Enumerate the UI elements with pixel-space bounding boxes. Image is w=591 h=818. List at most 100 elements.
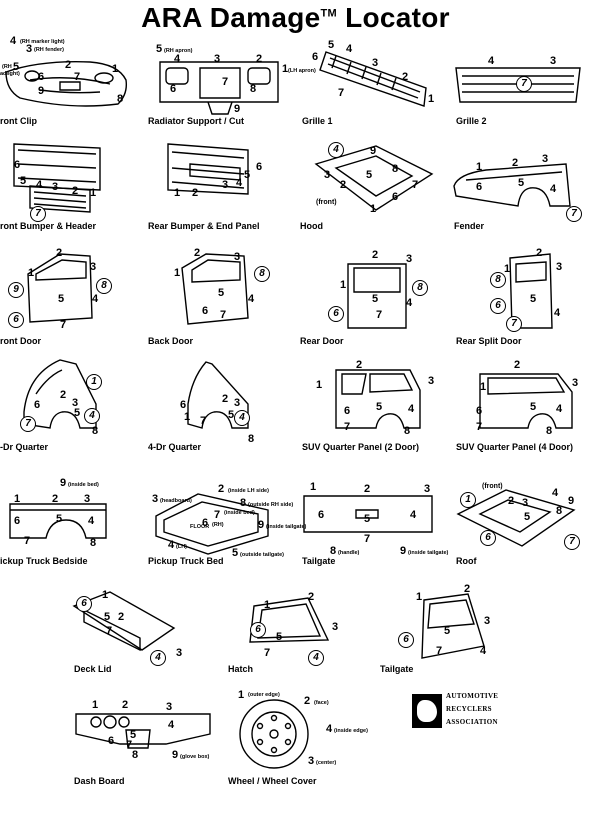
- location-note: (inside tailgate): [266, 524, 307, 530]
- location-number: 2: [72, 185, 79, 197]
- location-number-circled: 6: [76, 596, 92, 612]
- location-note: (RH marker light): [20, 39, 65, 45]
- deck-lid-drawing: [72, 591, 176, 652]
- location-number: 9: [172, 749, 179, 761]
- location-number: 3: [556, 261, 563, 273]
- location-number: 5: [232, 547, 239, 559]
- location-number: 8: [404, 425, 411, 437]
- page-title: ARA DamageTM Locator: [141, 2, 450, 33]
- location-number: 2: [118, 611, 125, 623]
- location-number: 2: [256, 53, 263, 65]
- location-number: 4: [550, 183, 557, 195]
- location-number: 5: [58, 293, 65, 305]
- panel-caption: Radiator Support / Cut: [148, 116, 244, 126]
- location-number-circled: 7: [20, 416, 36, 432]
- location-note: (outer edge): [248, 692, 280, 698]
- location-number: 5: [524, 511, 531, 523]
- location-number: 6: [318, 509, 325, 521]
- grille-1-drawing: [319, 51, 427, 107]
- location-number-circled: 8: [96, 278, 112, 294]
- location-number: 3: [308, 755, 315, 767]
- location-number-circled: 8: [412, 280, 428, 296]
- location-number: 7: [344, 421, 351, 433]
- location-number: 5: [218, 287, 225, 299]
- location-number: 7: [338, 87, 345, 99]
- suv-quarter-2dr-drawing: [335, 369, 421, 429]
- location-number-circled: 4: [234, 410, 250, 426]
- panel-caption: ront Door: [0, 336, 41, 346]
- location-note: (inside bed): [68, 482, 99, 488]
- location-number: 6: [256, 161, 263, 173]
- location-number: 7: [412, 179, 419, 191]
- location-number: 5: [444, 625, 451, 637]
- location-number: 7: [436, 645, 443, 657]
- location-number: 1: [316, 379, 323, 391]
- location-number: 9: [60, 477, 67, 489]
- location-number: 3: [406, 253, 413, 265]
- location-note: (inside edge): [334, 728, 368, 734]
- panel-front-clip: 4(RH marker light) 3(RH fender) (RH 5 ad…: [0, 32, 148, 152]
- location-number: 2: [536, 247, 543, 259]
- location-number: 4: [10, 35, 17, 47]
- location-number: 3: [332, 621, 339, 633]
- location-note: (inside tailgate): [408, 550, 449, 556]
- panel-caption: Rear Bumper & End Panel: [148, 221, 260, 231]
- location-number: 8: [90, 537, 97, 549]
- panel-caption: -Dr Quarter: [0, 442, 49, 452]
- dash-board-drawing: [75, 713, 211, 749]
- location-number: 3: [222, 179, 229, 191]
- location-number: 8: [240, 497, 247, 509]
- location-number: 6: [392, 191, 399, 203]
- panel-caption: SUV Quarter Panel (2 Door): [302, 442, 420, 452]
- location-number: 4: [346, 43, 353, 55]
- back-door-drawing: [181, 253, 249, 325]
- location-number: 1: [476, 161, 483, 173]
- location-number: 4: [408, 403, 415, 415]
- location-number: 4: [406, 297, 413, 309]
- location-number: 3: [234, 397, 241, 409]
- location-number: 2: [218, 483, 225, 495]
- panel-pickup-bed: 3(headboard) 2(inside LH side) 8(outside…: [148, 476, 306, 596]
- location-number: 5: [328, 39, 335, 51]
- location-number: 7: [376, 309, 383, 321]
- location-number: 4: [174, 53, 181, 65]
- location-number: 3: [484, 615, 491, 627]
- location-number: 7: [200, 415, 207, 427]
- location-number: 6: [14, 515, 21, 527]
- location-number: 6: [170, 83, 177, 95]
- location-number: 5: [20, 175, 27, 187]
- location-number: 3: [84, 493, 91, 505]
- location-number: 7: [60, 319, 67, 331]
- location-number: 2: [60, 389, 67, 401]
- location-note: (RH): [212, 522, 224, 528]
- location-number: 3: [52, 181, 59, 193]
- location-number: 8: [556, 505, 563, 517]
- location-number: 1: [14, 493, 21, 505]
- location-number: 1: [92, 699, 99, 711]
- location-number: 2: [65, 59, 72, 71]
- location-number: 9: [38, 85, 45, 97]
- location-number: 3: [90, 261, 97, 273]
- location-number: 9: [370, 145, 377, 157]
- location-number: 4: [88, 515, 95, 527]
- location-note: (outside tailgate): [240, 552, 285, 558]
- location-number: 1: [370, 203, 377, 215]
- location-number: 1: [174, 187, 181, 199]
- panel-caption: Pickup Truck Bed: [148, 556, 224, 566]
- front-clip-drawing: [5, 61, 128, 107]
- location-number: 5: [130, 729, 137, 741]
- location-note: (headboard): [160, 498, 192, 504]
- location-number: 2: [304, 695, 311, 707]
- rear-bumper-drawing: [167, 143, 249, 195]
- location-number: 1: [184, 411, 191, 423]
- location-number: 5: [13, 61, 20, 73]
- location-number: 5: [74, 407, 81, 419]
- location-number-circled: 8: [490, 272, 506, 288]
- panel-caption: Rear Split Door: [456, 336, 522, 346]
- location-number: 5: [276, 631, 283, 643]
